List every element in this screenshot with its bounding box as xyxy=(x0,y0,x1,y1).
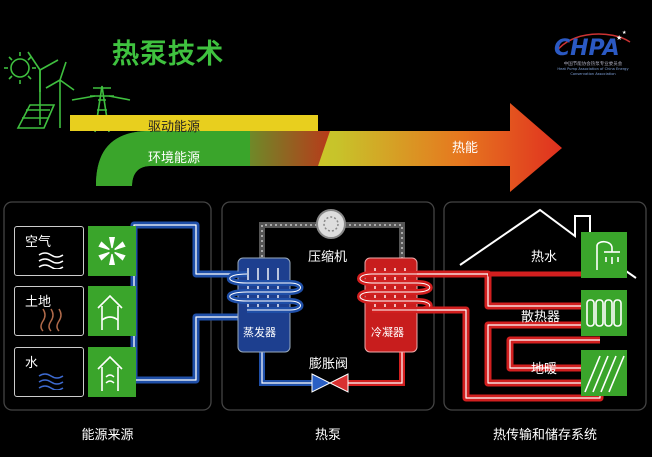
radiator-tile xyxy=(581,290,627,336)
shower-icon xyxy=(596,240,620,270)
ambient-energy-label: 环境能源 xyxy=(148,151,201,166)
svg-text:★: ★ xyxy=(616,34,622,42)
water-tile xyxy=(88,347,136,397)
source-row-air: 空气 xyxy=(14,226,199,276)
source-label-ground: 土地 xyxy=(25,295,52,310)
ground-icon xyxy=(97,294,123,330)
evaporator-label: 蒸发器 xyxy=(243,326,276,339)
driving-energy-label: 驱动能源 xyxy=(148,120,201,135)
logo-subtitle-cn: 中国节能协会热泵专业委员会 xyxy=(563,62,623,67)
compressor-icon xyxy=(316,209,346,239)
wind-icon xyxy=(98,237,126,265)
chpa-logo: CHPA ★ ★ xyxy=(552,28,634,78)
source-box: 空气 xyxy=(14,226,84,276)
wind-tile xyxy=(88,226,136,276)
floor-heating-tile xyxy=(581,350,627,396)
energy-lineart-icon xyxy=(4,51,131,133)
source-label-water: 水 xyxy=(25,356,39,371)
source-label-air: 空气 xyxy=(25,235,52,250)
heat-energy-label: 热能 xyxy=(452,141,479,156)
heat-pump-panel xyxy=(221,201,435,411)
logo-subtitle-en: Heat Pump Association of China Energy Co… xyxy=(557,67,629,76)
source-loop xyxy=(130,221,247,384)
source-row-ground: 土地 xyxy=(14,286,199,336)
condenser-label: 冷凝器 xyxy=(371,326,404,339)
svg-text:★: ★ xyxy=(622,30,627,36)
heat-pump-panel-label: 热泵 xyxy=(314,428,341,443)
distribution-panel-label: 热传输和储存系统 xyxy=(492,428,597,443)
chpa-logo-icon: CHPA ★ ★ xyxy=(554,30,631,61)
expansion-valve-label: 膨胀阀 xyxy=(309,357,349,372)
expansion-valve-icon xyxy=(311,373,349,393)
source-panel-label: 能源来源 xyxy=(81,428,134,443)
refrigerant-loop xyxy=(259,222,405,386)
driving-energy-band xyxy=(70,115,318,131)
air-waves-icon xyxy=(38,252,64,269)
logo-wordmark: CHPA xyxy=(554,36,620,61)
logo-subtitle: 中国节能协会热泵专业委员会 Heat Pump Association of C… xyxy=(548,62,638,77)
output-label-hot-water: 热水 xyxy=(531,250,558,265)
compressor-label: 压缩机 xyxy=(308,250,348,265)
water-icon xyxy=(97,355,123,391)
heat-energy-arrow xyxy=(150,103,562,192)
source-panel xyxy=(3,201,212,411)
ground-tile xyxy=(88,286,136,336)
page-title: 热泵技术 xyxy=(112,39,224,70)
output-label-radiator: 散热器 xyxy=(521,310,561,325)
shower-tile xyxy=(581,232,627,278)
radiator-icon xyxy=(586,299,622,327)
water-waves-icon xyxy=(38,373,64,390)
source-box: 水 xyxy=(14,347,84,397)
distribution-panel xyxy=(443,201,647,411)
floor-heating-icon xyxy=(584,355,625,393)
ground-waves-icon xyxy=(40,308,62,332)
source-row-water: 水 xyxy=(14,347,199,397)
output-label-floor-heating: 地暖 xyxy=(531,362,558,377)
source-box: 土地 xyxy=(14,286,84,336)
